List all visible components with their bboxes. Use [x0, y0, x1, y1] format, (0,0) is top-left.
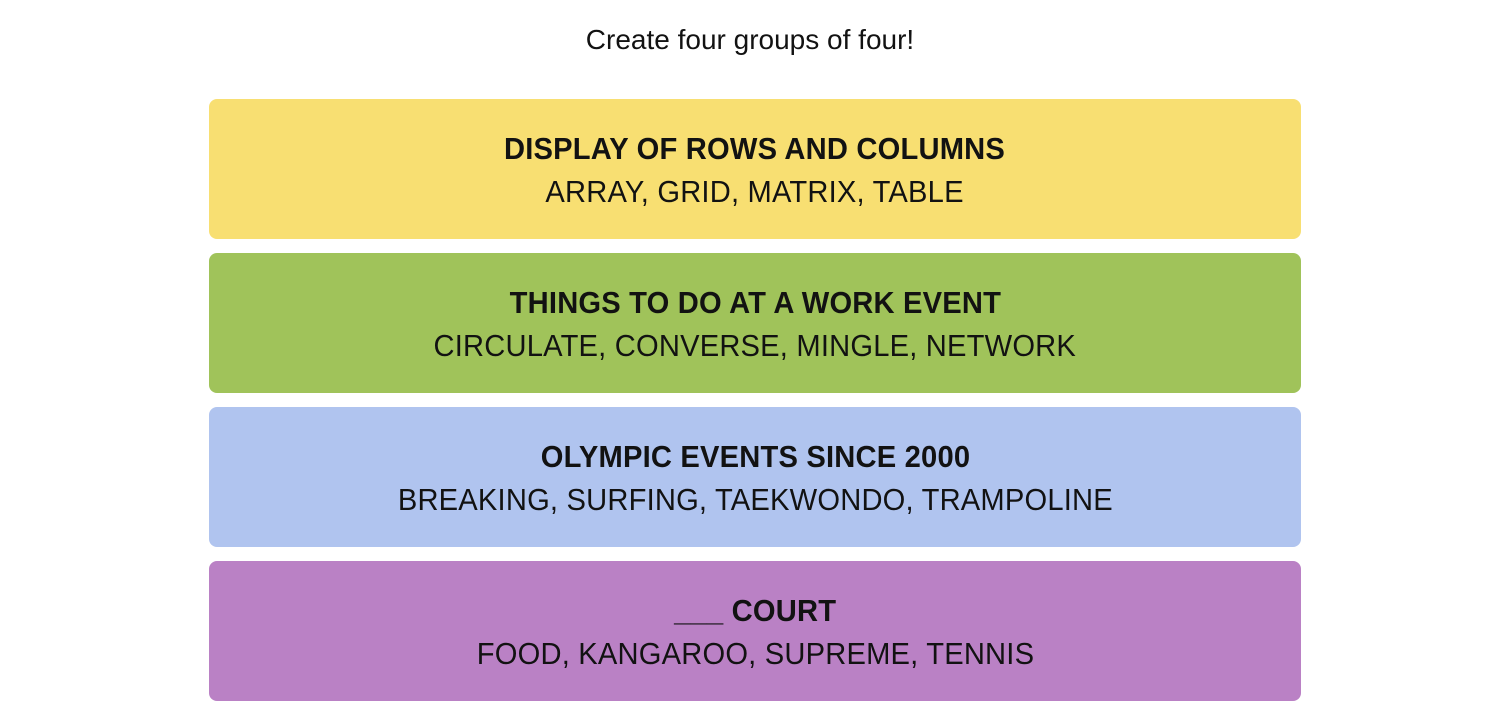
group-category-title: THINGS TO DO AT A WORK EVENT	[509, 284, 1001, 320]
group-members-list: BREAKING, SURFING, TAEKWONDO, TRAMPOLINE	[397, 481, 1113, 517]
solved-group-yellow: DISPLAY OF ROWS AND COLUMNS ARRAY, GRID,…	[209, 99, 1301, 239]
group-members-list: ARRAY, GRID, MATRIX, TABLE	[545, 173, 965, 209]
group-category-title: DISPLAY OF ROWS AND COLUMNS	[504, 130, 1006, 166]
solved-groups-board: DISPLAY OF ROWS AND COLUMNS ARRAY, GRID,…	[209, 99, 1301, 715]
group-members-list: CIRCULATE, CONVERSE, MINGLE, NETWORK	[433, 327, 1077, 363]
group-category-title: ___ COURT	[673, 592, 837, 628]
group-category-title: OLYMPIC EVENTS SINCE 2000	[540, 438, 970, 474]
solved-group-blue: OLYMPIC EVENTS SINCE 2000 BREAKING, SURF…	[209, 407, 1301, 547]
solved-group-green: THINGS TO DO AT A WORK EVENT CIRCULATE, …	[209, 253, 1301, 393]
instructions-text: Create four groups of four!	[585, 24, 915, 55]
group-members-list: FOOD, KANGAROO, SUPREME, TENNIS	[476, 635, 1034, 671]
solved-group-purple: ___ COURT FOOD, KANGAROO, SUPREME, TENNI…	[209, 561, 1301, 701]
